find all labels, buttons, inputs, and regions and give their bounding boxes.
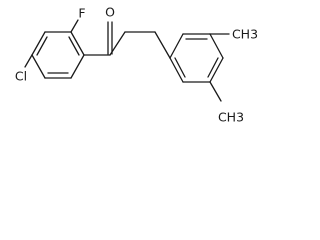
ring-double-bond — [36, 36, 48, 56]
methyl-bottom-label: CH3 — [218, 110, 244, 125]
chain-bond — [109, 31, 126, 56]
bond-to-chlorine — [24, 54, 33, 68]
ring-double-bond — [68, 36, 80, 56]
chlorine-atom-label: Cl — [15, 69, 27, 84]
chain-bond — [154, 31, 171, 59]
bond-to-fluorine — [70, 19, 79, 33]
chlorofluorophenyl-ring — [31, 31, 85, 79]
oxygen-atom-label: O — [105, 5, 115, 20]
ring-double-bond — [207, 57, 219, 78]
fluorine-atom-label: F — [78, 6, 85, 21]
ring-bond — [70, 31, 85, 56]
ring-bond — [169, 33, 184, 59]
ring-bond — [70, 54, 85, 79]
ring-bond — [169, 57, 184, 83]
methyl-top-label: CH3 — [232, 27, 258, 42]
ring-bond — [209, 57, 224, 83]
ring-bond — [209, 33, 224, 59]
ring-bond — [31, 54, 46, 79]
dimethylphenyl-ring — [169, 33, 224, 83]
bond-to-methyl-bottom — [209, 81, 222, 102]
chemical-structure-diagram: O F Cl CH3 CH3 — [13, 3, 259, 126]
ring-bond — [31, 31, 46, 56]
ring-double-bond — [174, 57, 186, 78]
